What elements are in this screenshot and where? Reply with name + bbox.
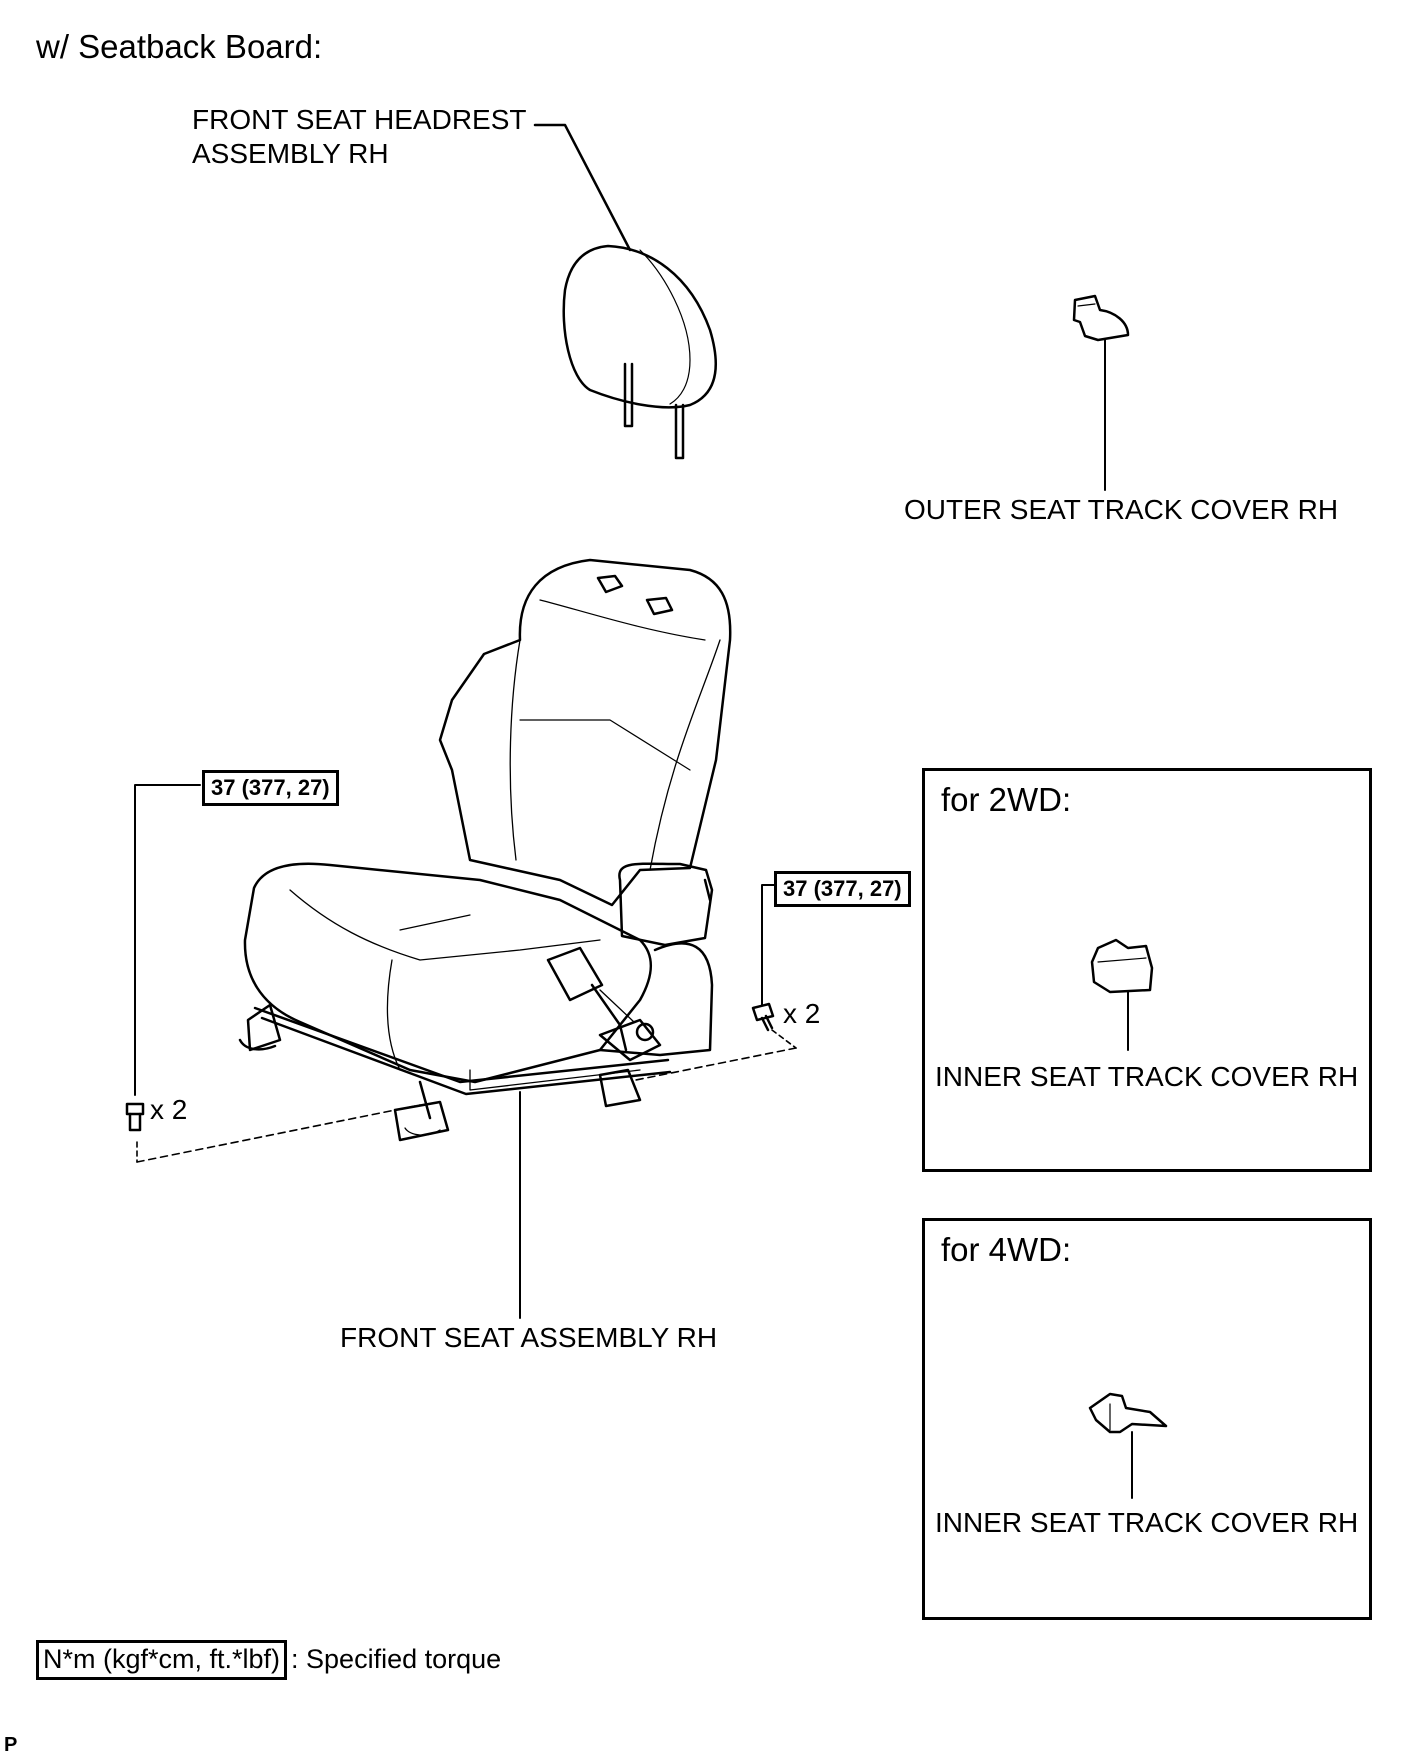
right-bolt-group: [635, 884, 797, 1081]
variant-2wd-panel: for 2WD: INNER SEAT TRACK COVER RH: [922, 768, 1372, 1172]
outer-cover-illustration: [1072, 294, 1130, 491]
inner-cover-2wd-illustration: [1090, 938, 1154, 1051]
variant-4wd-title: for 4WD:: [941, 1231, 1072, 1268]
inner-cover-4wd-label: INNER SEAT TRACK COVER RH: [935, 1507, 1359, 1538]
headrest-label-line1: FRONT SEAT HEADREST: [192, 104, 527, 135]
legend-text: : Specified torque: [291, 1644, 502, 1674]
seat-illustration: [238, 558, 732, 1319]
diagram-heading: w/ Seatback Board:: [36, 28, 323, 65]
inner-cover-4wd-illustration: [1088, 1392, 1168, 1499]
variant-2wd-title: for 2WD:: [941, 781, 1072, 818]
inner-cover-2wd-label: INNER SEAT TRACK COVER RH: [935, 1061, 1359, 1092]
qty-left: x 2: [150, 1094, 188, 1125]
front-seat-label: FRONT SEAT ASSEMBLY RH: [340, 1322, 718, 1353]
headrest-illustration: [533, 123, 717, 460]
left-bolt-group: [125, 784, 421, 1163]
outer-cover-label: OUTER SEAT TRACK COVER RH: [904, 494, 1339, 525]
torque-spec-left: 37 (377, 27): [202, 770, 339, 806]
torque-legend: N*m (kgf*cm, ft.*lbf): Specified torque: [36, 1640, 501, 1680]
torque-spec-right: 37 (377, 27): [774, 871, 911, 907]
legend-unit-box: N*m (kgf*cm, ft.*lbf): [36, 1640, 288, 1680]
corner-mark: P: [4, 1734, 18, 1756]
variant-4wd-panel: for 4WD: INNER SEAT TRACK COVER RH: [922, 1218, 1372, 1620]
headrest-label-line2: ASSEMBLY RH: [192, 138, 389, 169]
qty-right: x 2: [783, 998, 821, 1029]
